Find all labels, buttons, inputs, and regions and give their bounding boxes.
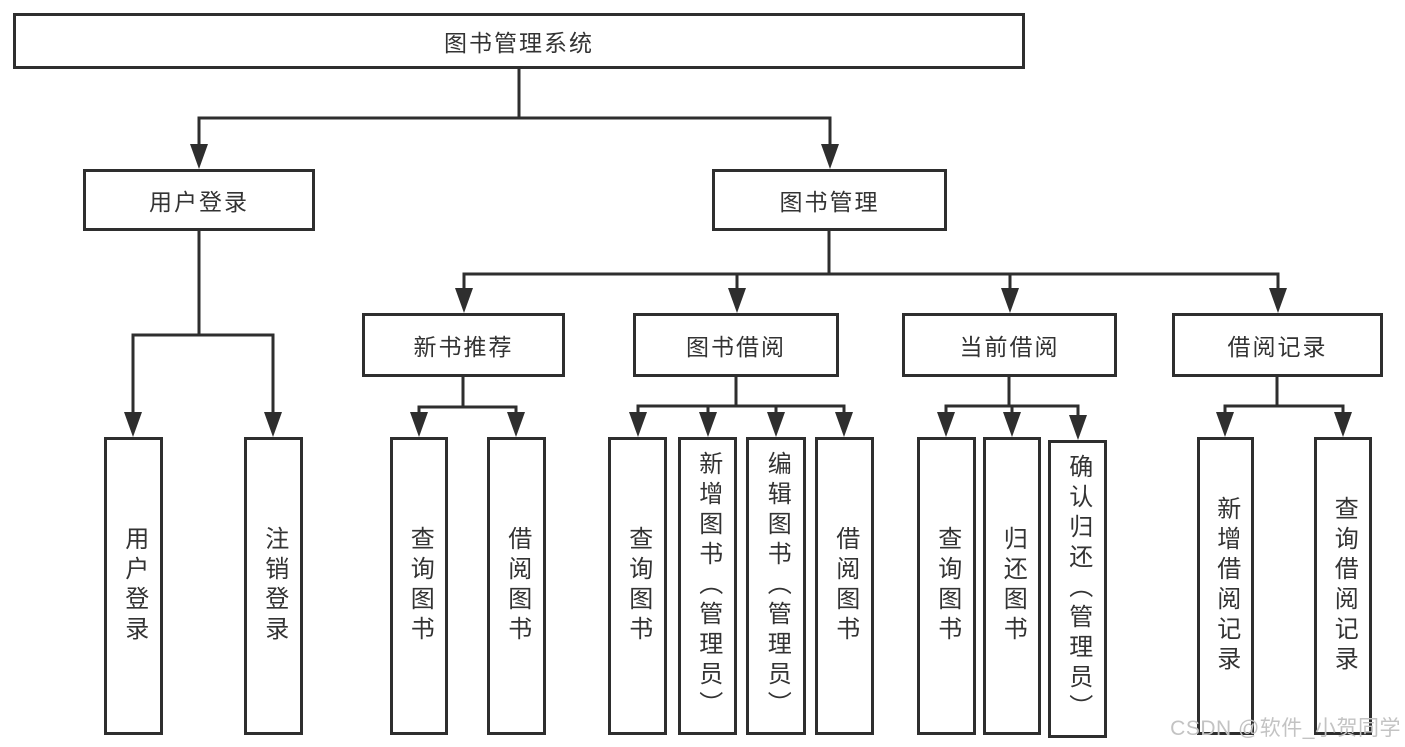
leaf-borrow-borrow-book: 借阅图书 — [815, 437, 874, 735]
node-label: 图书管理 — [779, 189, 880, 215]
leaf-label: 注销登录 — [260, 526, 288, 646]
leaf-label: 编辑图书（管理员） — [763, 451, 791, 721]
node-label: 新书推荐 — [413, 334, 514, 360]
leaf-borrow-query-book: 查询图书 — [608, 437, 667, 735]
leaf-label: 归还图书 — [999, 526, 1027, 646]
node-label: 当前借阅 — [959, 334, 1060, 360]
node-book-management-branch: 图书管理 — [712, 169, 947, 231]
leaf-recommend-query-book: 查询图书 — [390, 437, 448, 735]
leaf-label: 借阅图书 — [503, 526, 531, 646]
leaf-label: 借阅图书 — [831, 526, 859, 646]
leaf-label: 新增图书（管理员） — [694, 451, 722, 721]
leaf-current-return-book: 归还图书 — [983, 437, 1041, 735]
leaf-user-login: 用户登录 — [104, 437, 163, 735]
leaf-record-query-borrow: 查询借阅记录 — [1314, 437, 1372, 735]
node-label: 借阅记录 — [1227, 334, 1328, 360]
node-root-label: 图书管理系统 — [444, 30, 594, 56]
node-user-login-branch: 用户登录 — [83, 169, 315, 231]
node-label: 用户登录 — [149, 189, 249, 215]
node-label: 图书借阅 — [686, 334, 786, 360]
leaf-label: 查询借阅记录 — [1330, 496, 1358, 676]
leaf-label: 查询图书 — [624, 526, 652, 646]
node-book-borrow: 图书借阅 — [633, 313, 839, 377]
leaf-label: 用户登录 — [120, 526, 148, 646]
leaf-current-query-book: 查询图书 — [917, 437, 976, 735]
leaf-borrow-edit-book-admin: 编辑图书（管理员） — [746, 437, 806, 735]
csdn-watermark: CSDN @软件_小贺同学 — [1170, 717, 1401, 740]
leaf-current-confirm-return-admin: 确认归还（管理员） — [1048, 440, 1107, 738]
leaf-logout-login: 注销登录 — [244, 437, 303, 735]
leaf-record-add-borrow: 新增借阅记录 — [1197, 437, 1254, 735]
leaf-label: 确认归还（管理员） — [1064, 454, 1092, 724]
node-root-system: 图书管理系统 — [13, 13, 1025, 69]
node-current-borrow: 当前借阅 — [902, 313, 1117, 377]
leaf-recommend-borrow-book: 借阅图书 — [487, 437, 546, 735]
leaf-borrow-add-book-admin: 新增图书（管理员） — [678, 437, 737, 735]
leaf-label: 查询图书 — [933, 526, 961, 646]
node-borrow-record: 借阅记录 — [1172, 313, 1383, 377]
node-new-book-recommend: 新书推荐 — [362, 313, 565, 377]
leaf-label: 查询图书 — [406, 526, 434, 646]
leaf-label: 新增借阅记录 — [1212, 496, 1240, 676]
